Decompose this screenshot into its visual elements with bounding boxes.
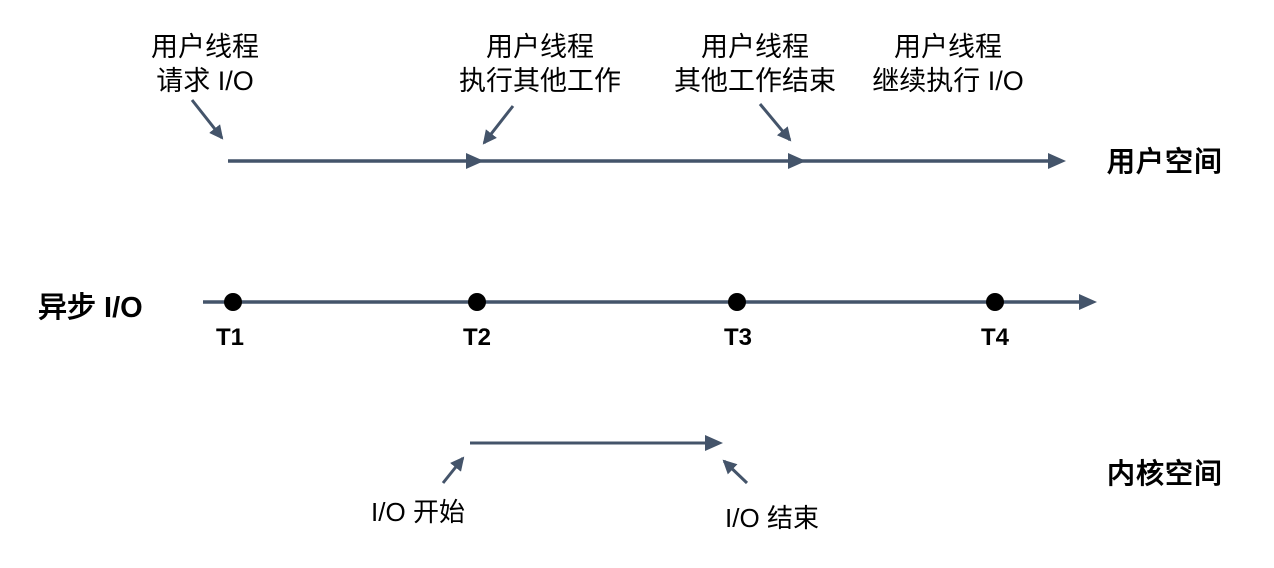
label-io-end: I/O 结束 bbox=[725, 503, 819, 533]
annotation-line: 请求 I/O bbox=[156, 66, 254, 96]
user-timeline-arrowhead-t3 bbox=[788, 153, 806, 169]
annotation-line: 继续执行 I/O bbox=[872, 66, 1024, 96]
annotation-line: 执行其他工作 bbox=[459, 66, 621, 96]
label-user-space: 用户空间 bbox=[1107, 146, 1224, 177]
kernel-line-arrowhead bbox=[705, 435, 723, 451]
annotation-line: 用户线程 bbox=[151, 32, 259, 62]
annotation-arrow-io-end bbox=[722, 459, 749, 485]
timeline-dot-t4 bbox=[986, 293, 1004, 311]
async-timeline-arrowhead bbox=[1079, 294, 1097, 310]
user-timeline-arrowhead-end bbox=[1048, 153, 1066, 169]
row-label-async-io: 异步 I/O bbox=[38, 292, 143, 324]
annotation-do-other-work: 用户线程 执行其他工作 bbox=[459, 30, 621, 98]
timeline-dot-t3 bbox=[728, 293, 746, 311]
tick-label-t2: T2 bbox=[462, 324, 492, 351]
annotation-other-work-done: 用户线程 其他工作结束 bbox=[674, 30, 836, 98]
annotation-arrow-other-work bbox=[482, 105, 515, 145]
timeline-dot-t1 bbox=[224, 293, 242, 311]
user-timeline-arrowhead-t2 bbox=[466, 153, 484, 169]
timeline-dot-t2 bbox=[468, 293, 486, 311]
annotation-line: 用户线程 bbox=[701, 32, 809, 62]
annotation-request-io: 用户线程 请求 I/O bbox=[151, 30, 259, 98]
annotation-line: 其他工作结束 bbox=[674, 66, 836, 96]
annotation-continue-io: 用户线程 继续执行 I/O bbox=[872, 30, 1024, 98]
annotation-arrow-request-io bbox=[190, 99, 224, 140]
tick-label-t1: T1 bbox=[215, 324, 245, 351]
tick-label-t4: T4 bbox=[980, 324, 1010, 351]
annotation-arrow-io-start bbox=[441, 456, 465, 484]
label-kernel-space: 内核空间 bbox=[1107, 458, 1224, 489]
annotation-line: 用户线程 bbox=[893, 32, 1002, 62]
tick-label-t3: T3 bbox=[723, 324, 753, 351]
label-io-start: I/O 开始 bbox=[371, 497, 465, 527]
annotation-arrow-work-done bbox=[758, 103, 792, 142]
annotation-line: 用户线程 bbox=[486, 32, 594, 62]
